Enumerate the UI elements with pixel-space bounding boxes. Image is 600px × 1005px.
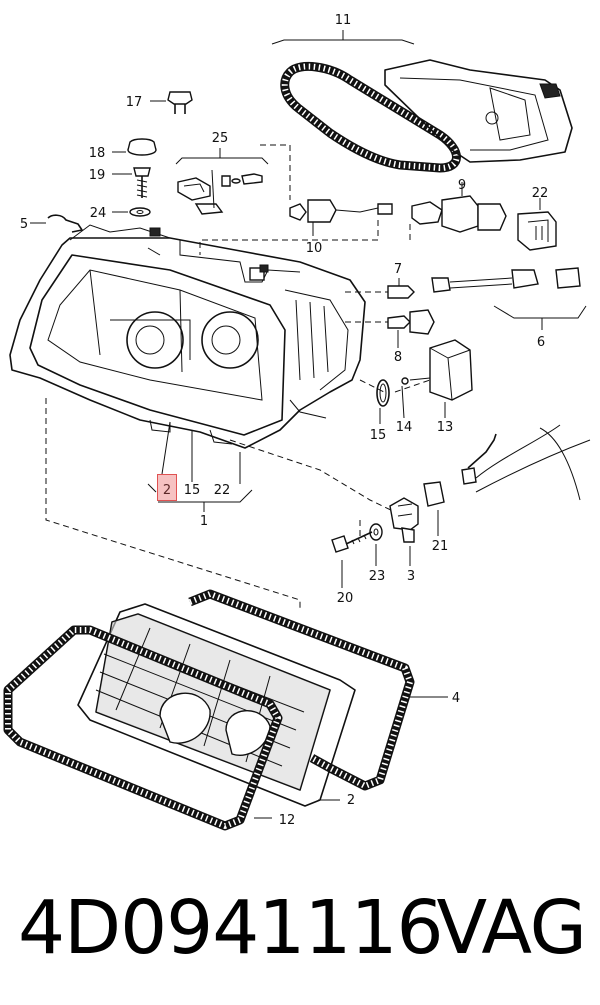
part-23-washer xyxy=(369,523,383,566)
callout-12: 12 xyxy=(279,813,296,828)
highlight-marker-part-2[interactable] xyxy=(157,474,177,501)
callout-2-highlighted: 2 xyxy=(163,483,171,498)
part-24-washer xyxy=(112,207,151,217)
callout-15-left: 15 xyxy=(184,483,201,498)
callout-9: 9 xyxy=(458,178,466,193)
callout-labels: 11 17 25 18 19 9 22 24 5 10 7 6 8 15 14 … xyxy=(20,13,548,828)
callout-10: 10 xyxy=(306,241,323,256)
part-25-bracket-set xyxy=(175,148,269,215)
callout-17: 17 xyxy=(126,95,143,110)
vehicle-body-outline xyxy=(461,424,591,501)
callout-4: 4 xyxy=(452,691,460,706)
part-11-housing-seal xyxy=(280,59,573,173)
part-5-spring-clip xyxy=(30,214,83,233)
callout-1: 1 xyxy=(200,514,208,529)
callout-24: 24 xyxy=(90,206,107,221)
callout-11: 11 xyxy=(335,13,352,28)
callout-20: 20 xyxy=(337,591,354,606)
callout-23: 23 xyxy=(369,569,386,584)
callout-2-lens: 2 xyxy=(347,793,355,808)
callout-6: 6 xyxy=(537,335,545,350)
part-8-bulb xyxy=(387,309,435,348)
callout-7: 7 xyxy=(394,262,402,277)
callout-3: 3 xyxy=(407,569,415,584)
part-7-small-bulb xyxy=(387,278,415,299)
footer: 4D0941116 VAG xyxy=(0,868,600,988)
part-number: 4D0941116 xyxy=(18,885,444,971)
exploded-parts-diagram: 11 17 25 18 19 9 22 24 5 10 7 6 8 15 14 … xyxy=(3,13,591,831)
callout-21: 21 xyxy=(432,539,449,554)
part-19-screw xyxy=(112,167,151,198)
callout-18: 18 xyxy=(89,146,106,161)
callout-22-top: 22 xyxy=(532,186,549,201)
part-15-ring xyxy=(376,379,390,424)
callout-15-right: 15 xyxy=(370,428,387,443)
part-3-mounting-bracket xyxy=(389,497,419,566)
part-6-wiring-harness xyxy=(431,267,587,330)
callout-22-bottom: 22 xyxy=(214,483,231,498)
callout-19: 19 xyxy=(89,168,106,183)
callout-5: 5 xyxy=(20,217,28,232)
callout-25: 25 xyxy=(212,131,229,146)
part-20-bolt xyxy=(331,531,373,588)
brand-name: VAG xyxy=(436,885,587,971)
part-4-outer-gasket xyxy=(188,589,448,791)
part-18-cap xyxy=(112,138,157,156)
callout-8: 8 xyxy=(394,350,402,365)
headlamp-housing xyxy=(9,224,366,449)
callout-13: 13 xyxy=(437,420,454,435)
part-22-connector xyxy=(517,198,557,251)
part-17-clip xyxy=(150,91,193,114)
callout-14: 14 xyxy=(396,420,413,435)
part-10-bulb-holder xyxy=(289,199,393,236)
part-12-front-gasket xyxy=(3,625,283,831)
part-9-bulb xyxy=(411,182,507,233)
part-13-adjuster-motor xyxy=(401,339,473,418)
part-21-connector xyxy=(423,481,445,536)
